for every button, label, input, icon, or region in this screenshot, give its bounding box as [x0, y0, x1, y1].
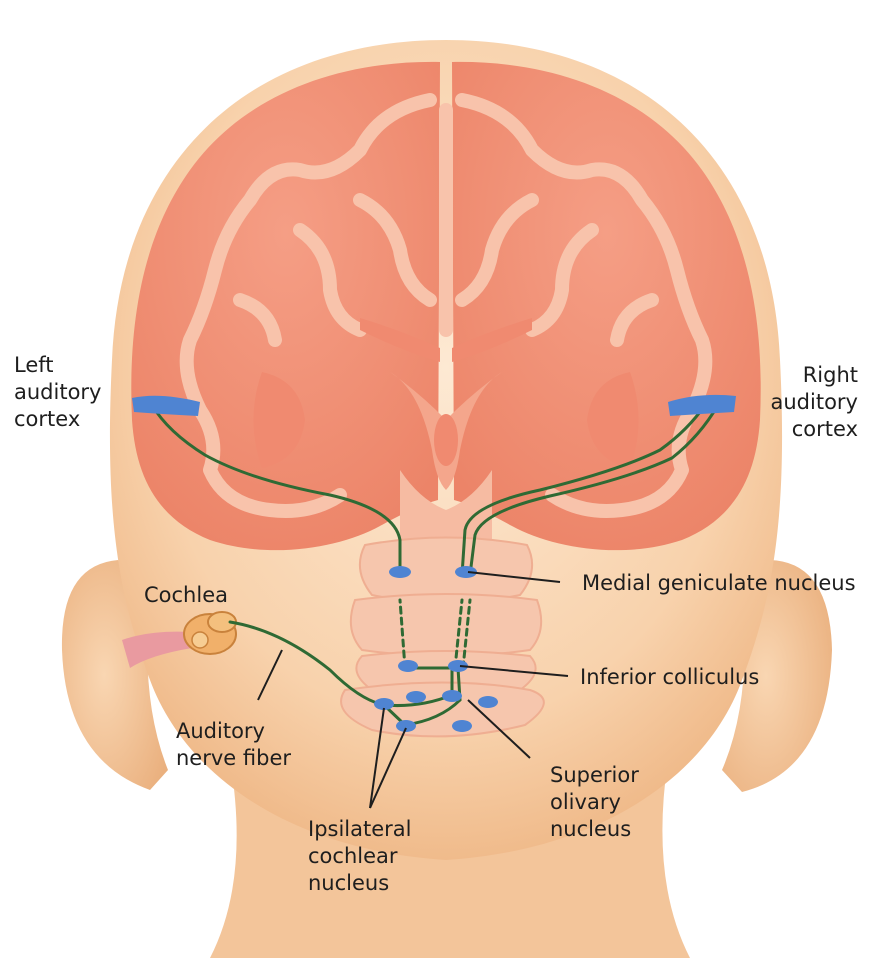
brainstem: [341, 538, 544, 737]
label-cochlea: Cochlea: [144, 582, 228, 609]
label-left-auditory-cortex: Left auditory cortex: [14, 352, 102, 433]
label-inferior-colliculus: Inferior colliculus: [580, 664, 759, 691]
label-auditory-nerve-fiber: Auditory nerve fiber: [176, 718, 291, 772]
label-ipsilateral-cochlear-nucleus: Ipsilateral cochlear nucleus: [308, 816, 412, 897]
label-superior-olivary-nucleus: Superior olivary nucleus: [550, 762, 639, 843]
label-medial-geniculate-nucleus: Medial geniculate nucleus: [582, 570, 856, 597]
label-right-auditory-cortex: Right auditory cortex: [771, 362, 859, 443]
